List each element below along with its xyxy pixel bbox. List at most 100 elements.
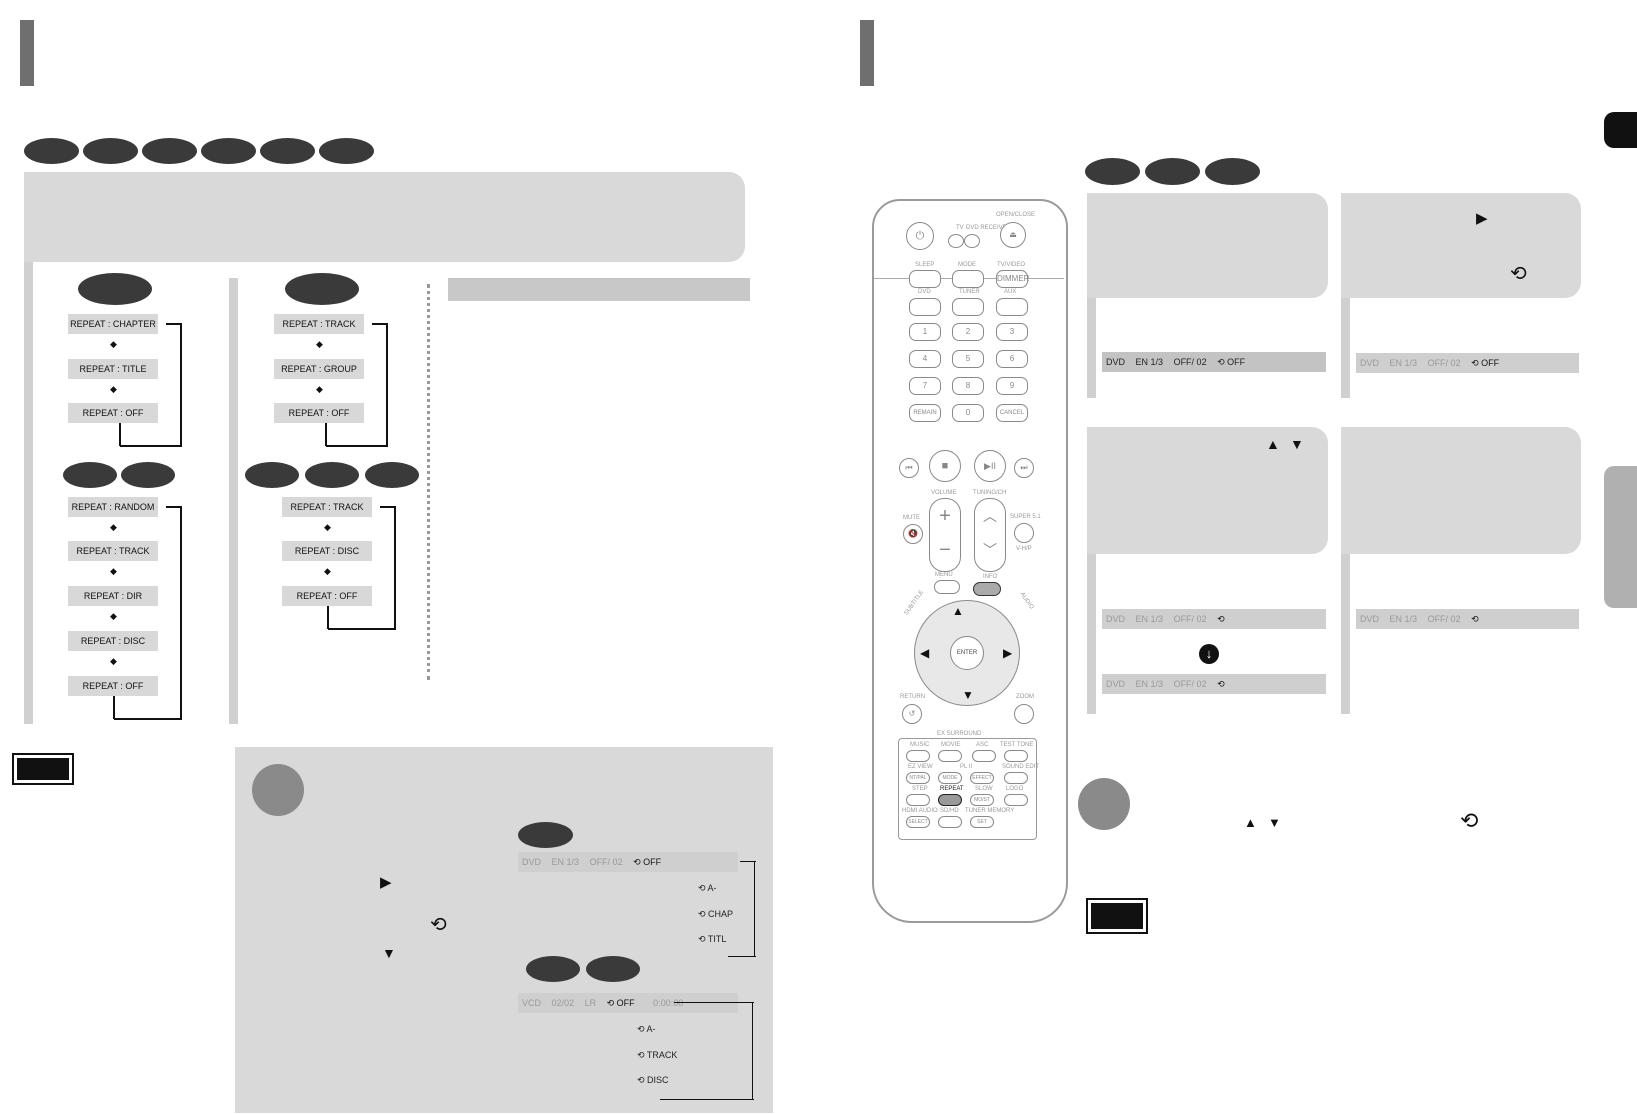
column-strip — [1087, 554, 1096, 714]
remote-label: SLEEP — [915, 262, 935, 268]
test-tone-button[interactable] — [1004, 750, 1028, 762]
super51-button[interactable] — [1014, 523, 1034, 543]
pl2-effect-button[interactable]: EFFECT — [970, 772, 994, 784]
remote-label: ASC — [976, 742, 989, 748]
osd-source: DVD — [1360, 358, 1380, 368]
mode-button[interactable] — [952, 270, 984, 288]
repeat-button[interactable] — [938, 794, 962, 806]
play-icon: ▶ — [380, 874, 392, 891]
nt-pal-button[interactable]: NT/PAL — [906, 772, 930, 784]
step-button[interactable] — [906, 794, 930, 806]
digit-button[interactable]: 3 — [996, 323, 1028, 341]
dvd-button[interactable] — [909, 298, 941, 316]
digit-button[interactable]: 0 — [952, 404, 984, 422]
info-button[interactable] — [973, 582, 1001, 596]
skip-back-button[interactable]: ⏮ — [899, 458, 919, 478]
cancel-button[interactable]: CANCEL — [996, 404, 1028, 422]
column-strip — [24, 262, 33, 724]
nav-right-button[interactable]: ▶ — [1003, 646, 1013, 660]
sd-hd-button[interactable] — [938, 816, 962, 828]
up-triangle-icon: ▲ — [1244, 815, 1257, 830]
asc-button[interactable] — [972, 750, 996, 762]
pl2-mode-button[interactable]: MODE — [938, 772, 962, 784]
tv-mode-button[interactable] — [948, 234, 964, 248]
digit-button[interactable]: 5 — [952, 350, 984, 368]
digit-button[interactable]: 6 — [996, 350, 1028, 368]
column-strip — [1341, 298, 1350, 398]
cycle-value: A- — [646, 1024, 656, 1034]
disc-type-pill — [245, 462, 299, 488]
osd-repeat: ⟲ OFF — [606, 998, 635, 1008]
skip-forward-button[interactable]: ⏭ — [1014, 458, 1034, 478]
loop-line — [180, 323, 182, 446]
osd-repeat: ⟲ OFF — [1217, 357, 1246, 367]
enter-button[interactable]: ENTER — [950, 636, 984, 670]
digit-button[interactable]: 9 — [996, 377, 1028, 395]
stop-button[interactable]: ■ — [929, 450, 961, 482]
zoom-button[interactable] — [1014, 704, 1034, 724]
movie-button[interactable] — [938, 750, 962, 762]
flow-item: REPEAT : RANDOM — [68, 497, 158, 517]
sound-edit-button[interactable] — [1004, 772, 1028, 784]
flow-item: REPEAT : OFF — [68, 403, 158, 423]
hdmi-audio-button[interactable]: SELECT — [906, 816, 930, 828]
logo-button[interactable] — [1004, 794, 1028, 806]
power-button[interactable]: ⏻ — [906, 222, 934, 250]
osd-cycle-item: ⟲ TITL — [698, 934, 727, 944]
volume-rocker[interactable]: +− — [929, 498, 961, 572]
loop-line — [380, 506, 396, 508]
remote-label: VOLUME — [931, 490, 957, 496]
slow-button[interactable]: MO/ST — [970, 794, 994, 806]
dimmer-button[interactable]: DIMMER — [996, 270, 1029, 288]
repeat-icon: ⟲ — [1217, 679, 1225, 689]
sleep-button[interactable] — [909, 270, 941, 288]
tuning-rocker[interactable]: ︿﹀ — [974, 498, 1006, 572]
remote-label: TUNER — [959, 289, 980, 295]
play-pause-button[interactable]: ▶II — [974, 450, 1006, 482]
osd-bar-dvd: DVD EN 1/3 OFF/ 02 ⟲ OFF — [518, 852, 738, 872]
digit-button[interactable]: 7 — [909, 377, 941, 395]
loop-line — [327, 606, 329, 629]
remote-label: OPEN/CLOSE — [996, 212, 1036, 218]
open-close-button[interactable]: ⏏ — [1000, 222, 1026, 248]
mute-button[interactable]: 🔇 — [903, 524, 923, 544]
remote-label: SD/HD — [940, 808, 959, 814]
tuner-button[interactable] — [952, 298, 984, 316]
osd-cycle-item: ⟲ TRACK — [637, 1050, 678, 1060]
cycle-value: DISC — [647, 1075, 669, 1085]
nav-left-button[interactable]: ◀ — [920, 646, 930, 660]
remote-label: STEP — [912, 786, 928, 792]
down-arrow-icon: ◆ — [110, 611, 117, 621]
nav-down-button[interactable]: ▼ — [962, 688, 974, 702]
step-circle — [252, 764, 304, 816]
remote-label: PL II — [960, 764, 973, 770]
nav-up-button[interactable]: ▲ — [952, 604, 964, 618]
remain-button[interactable]: REMAIN — [909, 404, 941, 422]
disc-type-pill — [1085, 158, 1140, 185]
loop-line — [754, 861, 755, 957]
disc-type-pill — [83, 138, 138, 164]
down-arrow-icon: ◆ — [110, 522, 117, 532]
aux-button[interactable] — [996, 298, 1028, 316]
dvd-mode-button[interactable] — [964, 234, 980, 248]
osd-subtitle: OFF/ 02 — [1173, 357, 1207, 367]
osd-source: DVD — [1106, 614, 1126, 624]
digit-button[interactable]: 1 — [909, 323, 941, 341]
music-button[interactable] — [906, 750, 930, 762]
disc-type-pill — [142, 138, 197, 164]
osd-bar: DVD EN 1/3 OFF/ 02 ⟲ — [1356, 609, 1579, 629]
digit-button[interactable]: 8 — [952, 377, 984, 395]
osd-cycle-item: ⟲ CHAP — [698, 909, 734, 919]
osd-audio: EN 1/3 — [1135, 614, 1164, 624]
cycle-value: A- — [707, 883, 717, 893]
tuner-memory-button[interactable]: SET — [970, 816, 994, 828]
digit-button[interactable]: 4 — [909, 350, 941, 368]
osd-audio: EN 1/3 — [1389, 358, 1418, 368]
digit-button[interactable]: 2 — [952, 323, 984, 341]
menu-button[interactable] — [934, 580, 960, 594]
return-button[interactable]: ↺ — [902, 704, 922, 724]
up-triangle-icon: ▲ — [1266, 436, 1280, 452]
loop-line — [166, 506, 182, 508]
down-triangle-icon: ▼ — [382, 945, 396, 961]
flow-item: REPEAT : TITLE — [68, 359, 158, 379]
